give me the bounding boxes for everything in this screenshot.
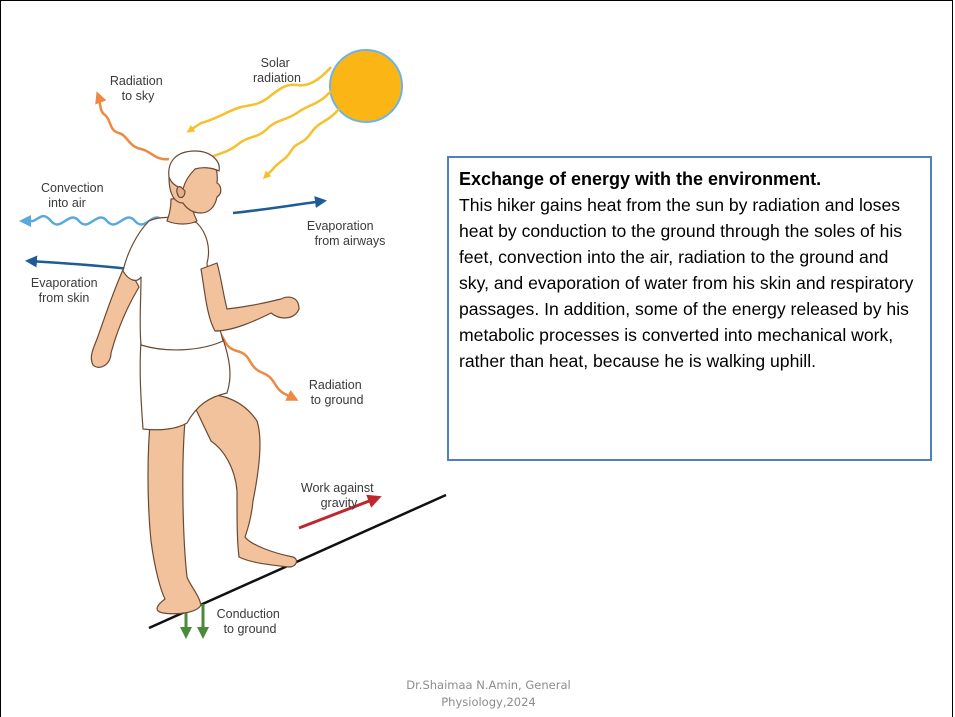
- description-body: This hiker gains heat from the sun by ra…: [459, 192, 921, 374]
- label-solar-radiation: Solar radiation: [253, 56, 301, 85]
- footer-line-2: Physiology,2024: [371, 694, 606, 711]
- label-evaporation-from-airways: Evaporation from airways: [307, 219, 386, 248]
- sun-icon: [330, 50, 402, 122]
- footer-line-1: Dr.Shaimaa N.Amin, General: [371, 677, 606, 694]
- description-box: Exchange of energy with the environment.…: [447, 156, 932, 461]
- label-radiation-to-ground: Radiation to ground: [309, 378, 365, 407]
- slide-footer: Dr.Shaimaa N.Amin, General Physiology,20…: [371, 677, 606, 711]
- label-radiation-to-sky: Radiation to sky: [110, 74, 166, 103]
- label-convection-into-air: Convection into air: [41, 181, 107, 210]
- description-title: Exchange of energy with the environment.: [459, 166, 921, 192]
- label-conduction-to-ground: Conduction to ground: [217, 607, 284, 636]
- label-evaporation-from-skin: Evaporation from skin: [31, 276, 101, 305]
- radiation-to-sky-arrow: [98, 95, 169, 159]
- heat-exchange-diagram: Solar radiation Radiation to sky Convect…: [1, 1, 451, 671]
- evaporation-from-airways-arrow: [233, 201, 323, 213]
- label-work-against-gravity: Work against gravity: [301, 481, 377, 510]
- evaporation-from-skin-arrow: [29, 261, 129, 269]
- convection-into-air-arrow: [23, 216, 163, 224]
